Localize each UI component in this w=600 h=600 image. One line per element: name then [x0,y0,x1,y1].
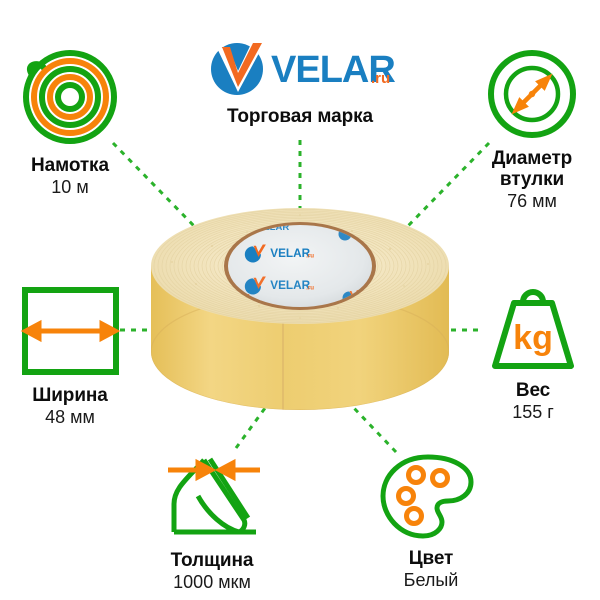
connector-namotka [111,141,198,230]
svg-text:VELAR: VELAR [257,222,289,233]
svg-text:.ru: .ru [306,253,314,260]
svg-text:VELAR: VELAR [270,247,310,260]
svg-text:VELAR: VELAR [270,279,310,292]
connector-diametr [404,141,491,230]
tape-wound-layers [153,208,447,324]
svg-text:.ru: .ru [306,285,314,292]
connector-tolshina [234,403,270,449]
